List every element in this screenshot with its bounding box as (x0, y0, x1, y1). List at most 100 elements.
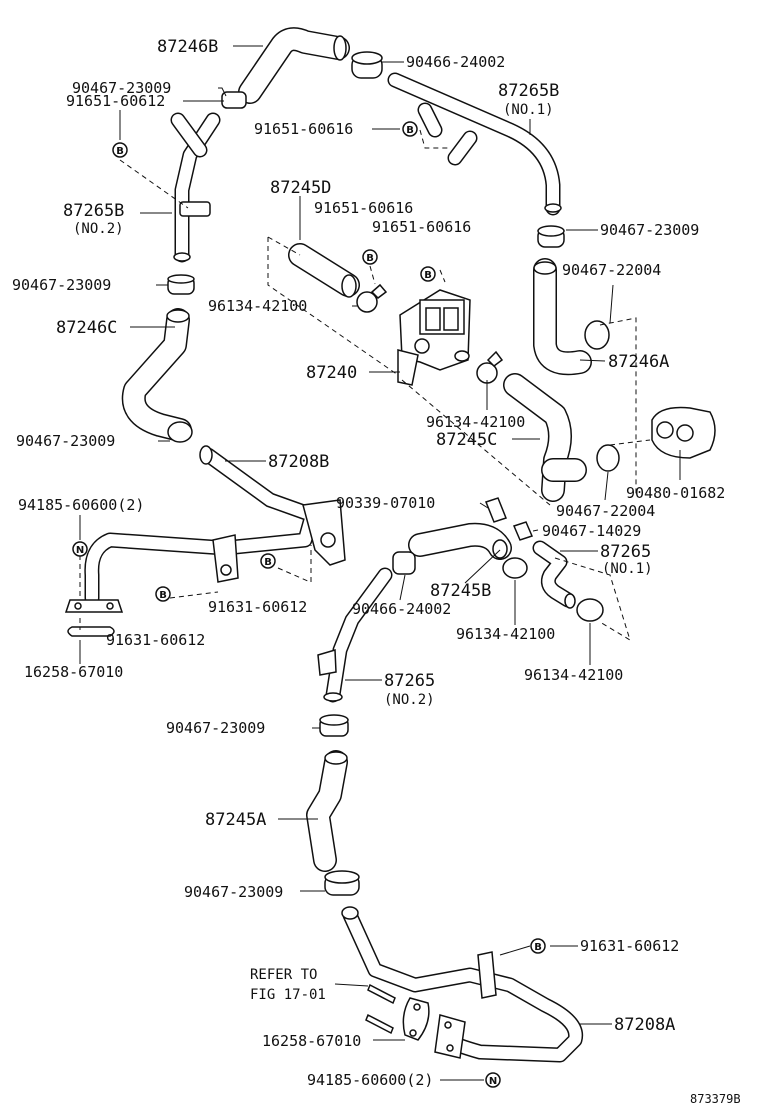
label-87265b-no2-sub: (NO.2) (73, 221, 124, 237)
label-91651-60616-b: 91651-60616 (314, 199, 413, 217)
badge-b-1: B (112, 142, 128, 158)
label-87265-no2: 87265 (384, 671, 435, 691)
clamp-90467-22004-a (584, 320, 610, 350)
figure-code: 873379B (690, 1092, 741, 1106)
svg-text:B: B (264, 557, 272, 568)
clamp-96134-42100-c (502, 557, 528, 579)
clamp-96134-42100-a (356, 283, 388, 313)
hose-87245b (408, 522, 512, 560)
label-87245c: 87245C (436, 430, 497, 450)
clamp-90467-23009-mid-left (167, 421, 193, 443)
label-94185-60600-a: 94185-60600(2) (18, 496, 144, 514)
label-91631-60612-a: 91631-60612 (208, 598, 307, 616)
hose-87245a (306, 750, 348, 872)
clamp-90467-23009-right (537, 225, 565, 248)
svg-text:B: B (159, 590, 167, 601)
label-87265-no2-sub: (NO.2) (384, 692, 435, 708)
hose-87245c (503, 373, 587, 502)
label-96134-42100-a: 96134-42100 (208, 297, 307, 315)
badge-b-3: B (362, 249, 378, 265)
svg-text:B: B (424, 270, 432, 281)
label-90467-23009-e: 90467-23009 (184, 883, 283, 901)
label-87265-no1-sub: (NO.1) (602, 561, 653, 577)
label-16258-67010-a: 16258-67010 (24, 663, 123, 681)
label-87246c: 87246C (56, 318, 117, 338)
clamp-96134-42100-d (576, 598, 604, 622)
clamp-90466-24002-mid (392, 551, 416, 575)
badge-n-2: N (485, 1072, 501, 1088)
clamp-90467-23009-lower-b (324, 870, 360, 896)
hose-87245d (288, 243, 360, 298)
pipe-87265-no1 (532, 540, 576, 609)
label-90467-14029: 90467-14029 (542, 522, 641, 540)
label-87265-no1: 87265 (600, 542, 651, 562)
badge-b-7: B (530, 938, 546, 954)
clamp-90467-14029 (512, 521, 534, 541)
label-fig-ref: FIG 17-01 (250, 987, 326, 1003)
label-refer-to: REFER TO (250, 967, 317, 983)
svg-text:B: B (534, 942, 542, 953)
label-90467-22004-a: 90467-22004 (562, 261, 661, 279)
label-90480-01682: 90480-01682 (626, 484, 725, 502)
clamp-96134-42100-b (476, 350, 504, 384)
label-87246b: 87246B (157, 37, 218, 57)
label-16258-67010-b: 16258-67010 (262, 1032, 361, 1050)
pipe-87208a (341, 906, 584, 1063)
label-87208a: 87208A (614, 1015, 675, 1035)
badge-b-5: B (260, 553, 276, 569)
label-87265b-no1-sub: (NO.1) (503, 102, 554, 118)
pipe-87265b-no2 (170, 112, 221, 263)
leader-lines (79, 45, 681, 1081)
label-91651-60612: 91651-60612 (66, 92, 165, 110)
label-90466-24002-mid: 90466-24002 (352, 600, 451, 618)
label-87245a: 87245A (205, 810, 266, 830)
badge-b-6: B (155, 586, 171, 602)
clamp-90467-23009-lower-a (319, 714, 349, 737)
label-96134-42100-d: 96134-42100 (524, 666, 623, 684)
svg-text:B: B (366, 253, 374, 264)
clamp-90467-22004-b (596, 444, 620, 472)
label-90467-22004-b: 90467-22004 (556, 502, 655, 520)
bracket-90480-01682 (651, 406, 716, 459)
hose-87246a (533, 258, 592, 376)
label-96134-42100-c: 96134-42100 (456, 625, 555, 643)
valve-assembly-87240 (397, 289, 471, 386)
badge-n-1: N (72, 541, 88, 557)
label-91651-60616-c: 91651-60616 (372, 218, 471, 236)
svg-text:N: N (489, 1076, 497, 1087)
label-91631-60612-b: 91631-60612 (106, 631, 205, 649)
label-87246a: 87246A (608, 352, 669, 372)
label-87265b-no2: 87265B (63, 201, 124, 221)
svg-text:B: B (116, 146, 124, 157)
label-91651-60616-a: 91651-60616 (254, 120, 353, 138)
label-90467-23009-a: 90467-23009 (72, 79, 171, 97)
label-90467-23009-right: 90467-23009 (600, 221, 699, 239)
clamp-90467-23009-left (167, 274, 195, 295)
clamp-90466-24002-top (351, 51, 383, 79)
dashed-relation-lines (79, 129, 651, 642)
label-87245d: 87245D (270, 178, 331, 198)
label-94185-60600-b: 94185-60600(2) (307, 1071, 433, 1089)
label-87208b: 87208B (268, 452, 329, 472)
svg-text:N: N (76, 545, 84, 556)
label-90466-24002-top: 90466-24002 (406, 53, 505, 71)
pipe-87265b-no1 (387, 72, 562, 216)
label-91631-60612-c: 91631-60612 (580, 937, 679, 955)
plug-90339-07010 (485, 497, 507, 523)
svg-text:B: B (406, 125, 414, 136)
pipe-87265-no2 (317, 567, 393, 703)
pipe-87208b (84, 445, 346, 606)
label-90467-23009-d: 90467-23009 (166, 719, 265, 737)
hose-87246b (238, 27, 350, 104)
label-90339-07010: 90339-07010 (336, 494, 435, 512)
badge-b-2: B (402, 121, 418, 137)
clamp-90467-23009-upper-left (221, 91, 247, 109)
gasket-flange-left (64, 599, 124, 637)
label-90467-23009-b: 90467-23009 (12, 276, 111, 294)
label-87245b: 87245B (430, 581, 491, 601)
label-87265b-no1: 87265B (498, 81, 559, 101)
label-96134-42100-b: 96134-42100 (426, 413, 525, 431)
label-90467-23009-c: 90467-23009 (16, 432, 115, 450)
badge-b-4: B (420, 266, 436, 282)
